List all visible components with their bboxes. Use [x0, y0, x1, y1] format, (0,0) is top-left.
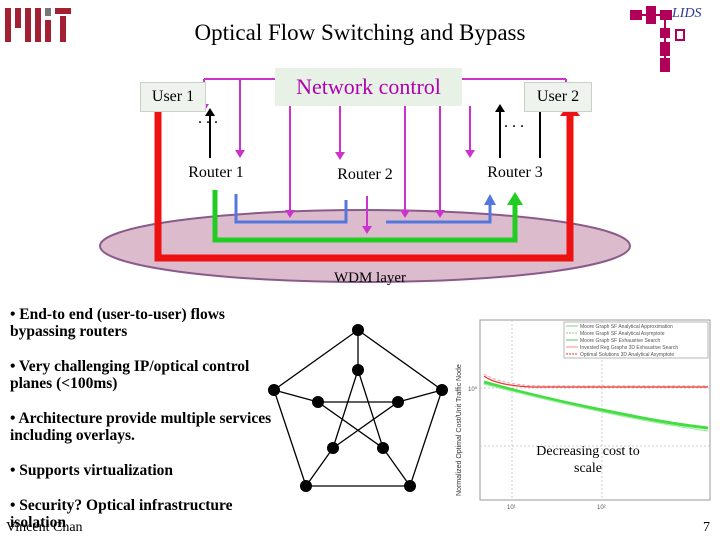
chart-series-red	[483, 375, 708, 388]
graph-spoke	[382, 447, 411, 487]
graph-node	[352, 364, 364, 376]
lids-logo: LIDS	[630, 2, 718, 76]
link-arrow-user1	[205, 108, 215, 116]
chart-legend-entry: Moore Graph SF Analytical Asymptote	[580, 331, 665, 337]
petersen-graph	[268, 324, 448, 492]
cost-chart: Normalized Optimal Cost/Unit Traffic Nod…	[452, 316, 714, 512]
graph-outer-ring	[273, 329, 443, 487]
network-diagram	[99, 78, 631, 283]
graph-node	[268, 384, 280, 396]
control-arrow-wdm-a	[285, 210, 295, 218]
chart-legend-entry: Optimal Solutions 3D Analytical Asymptot…	[580, 352, 674, 358]
wdm-layer-label: WDM layer	[333, 270, 407, 286]
bullet-item: • Security? Optical infrastructure isola…	[10, 497, 233, 531]
chart-legend	[563, 321, 709, 359]
chart-x-tick: 10¹	[507, 505, 516, 511]
bullet-list: • End-to end (user-to-user) flows bypass…	[10, 306, 280, 549]
control-arrow-router2	[335, 152, 345, 160]
lids-logo-text: LIDS	[672, 6, 702, 21]
bullet-item: • Very challenging IP/optical control pl…	[10, 358, 250, 392]
author-footer: Vincent Chan	[6, 520, 83, 535]
graph-node	[312, 396, 324, 408]
graph-node	[300, 480, 312, 492]
page-number: 7	[703, 520, 710, 535]
mit-logo	[5, 6, 71, 44]
green-flow-path	[212, 190, 518, 243]
router3-node: Router 3	[476, 160, 554, 186]
graph-node	[404, 480, 416, 492]
chart-legend-entry: Invested Reg Graphs 3D Exhaustive Search	[580, 345, 678, 351]
graph-node	[436, 384, 448, 396]
router1-node: Router 1	[178, 160, 254, 186]
blue-flow-path-left	[234, 194, 348, 224]
wdm-layer-ellipse	[99, 209, 631, 283]
chart-series-green-light	[483, 383, 709, 432]
graph-node	[327, 442, 339, 454]
bullet-item: • End-to end (user-to-user) flows bypass…	[10, 306, 225, 340]
red-flow-path	[154, 112, 574, 262]
control-arrow-wdm-b	[400, 210, 410, 218]
bullet-item: • Architecture provide multiple services…	[10, 410, 272, 444]
control-arrow-router3	[465, 150, 475, 158]
chart-note: Decreasing cost to scale	[536, 444, 640, 476]
bullet-item: • Supports virtualization	[10, 462, 174, 479]
router2-node: Router 2	[326, 162, 404, 188]
link-arrow-user2	[495, 104, 505, 112]
chart-legend-entry: Moore Graph SF Analytical Approximation	[580, 324, 673, 330]
graph-node	[392, 396, 404, 408]
graph-node	[352, 324, 364, 336]
green-arrow-head	[507, 192, 523, 205]
graph-inner-star	[315, 367, 401, 450]
graph-spoke	[397, 389, 443, 403]
blue-flow-path-right	[386, 200, 492, 224]
user1-dots: . . .	[198, 110, 218, 127]
control-arrow-router1	[235, 150, 245, 158]
user1-node: User 1	[140, 82, 206, 112]
graph-spoke	[273, 389, 319, 403]
control-arrow-wdm-center	[362, 226, 372, 234]
slide-title: Optical Flow Switching and Bypass	[194, 20, 526, 45]
blue-arrow-head	[484, 194, 496, 205]
graph-node	[377, 442, 389, 454]
chart-series-red-dashed	[483, 373, 708, 387]
chart-x-tick: 10²	[597, 505, 606, 511]
chart-y-tick: 10⁰	[468, 386, 478, 393]
chart-series-green	[483, 380, 709, 430]
user2-node: User 2	[524, 82, 592, 112]
graph-spoke	[305, 447, 334, 487]
chart-legend-entry: Moore Graph SF Exhaustive Search	[580, 338, 661, 344]
chart-ylabel: Normalized Optimal Cost/Unit Traffic Nod…	[456, 364, 463, 496]
control-arrow-wdm-c	[435, 210, 445, 218]
cost-chart-svg: Normalized Optimal Cost/Unit Traffic Nod…	[456, 319, 711, 511]
network-control-node: Network control	[275, 68, 462, 106]
mit-logo-graphic	[5, 8, 71, 42]
lids-logo-graphic	[630, 6, 685, 72]
user2-dots: . . .	[504, 114, 524, 131]
